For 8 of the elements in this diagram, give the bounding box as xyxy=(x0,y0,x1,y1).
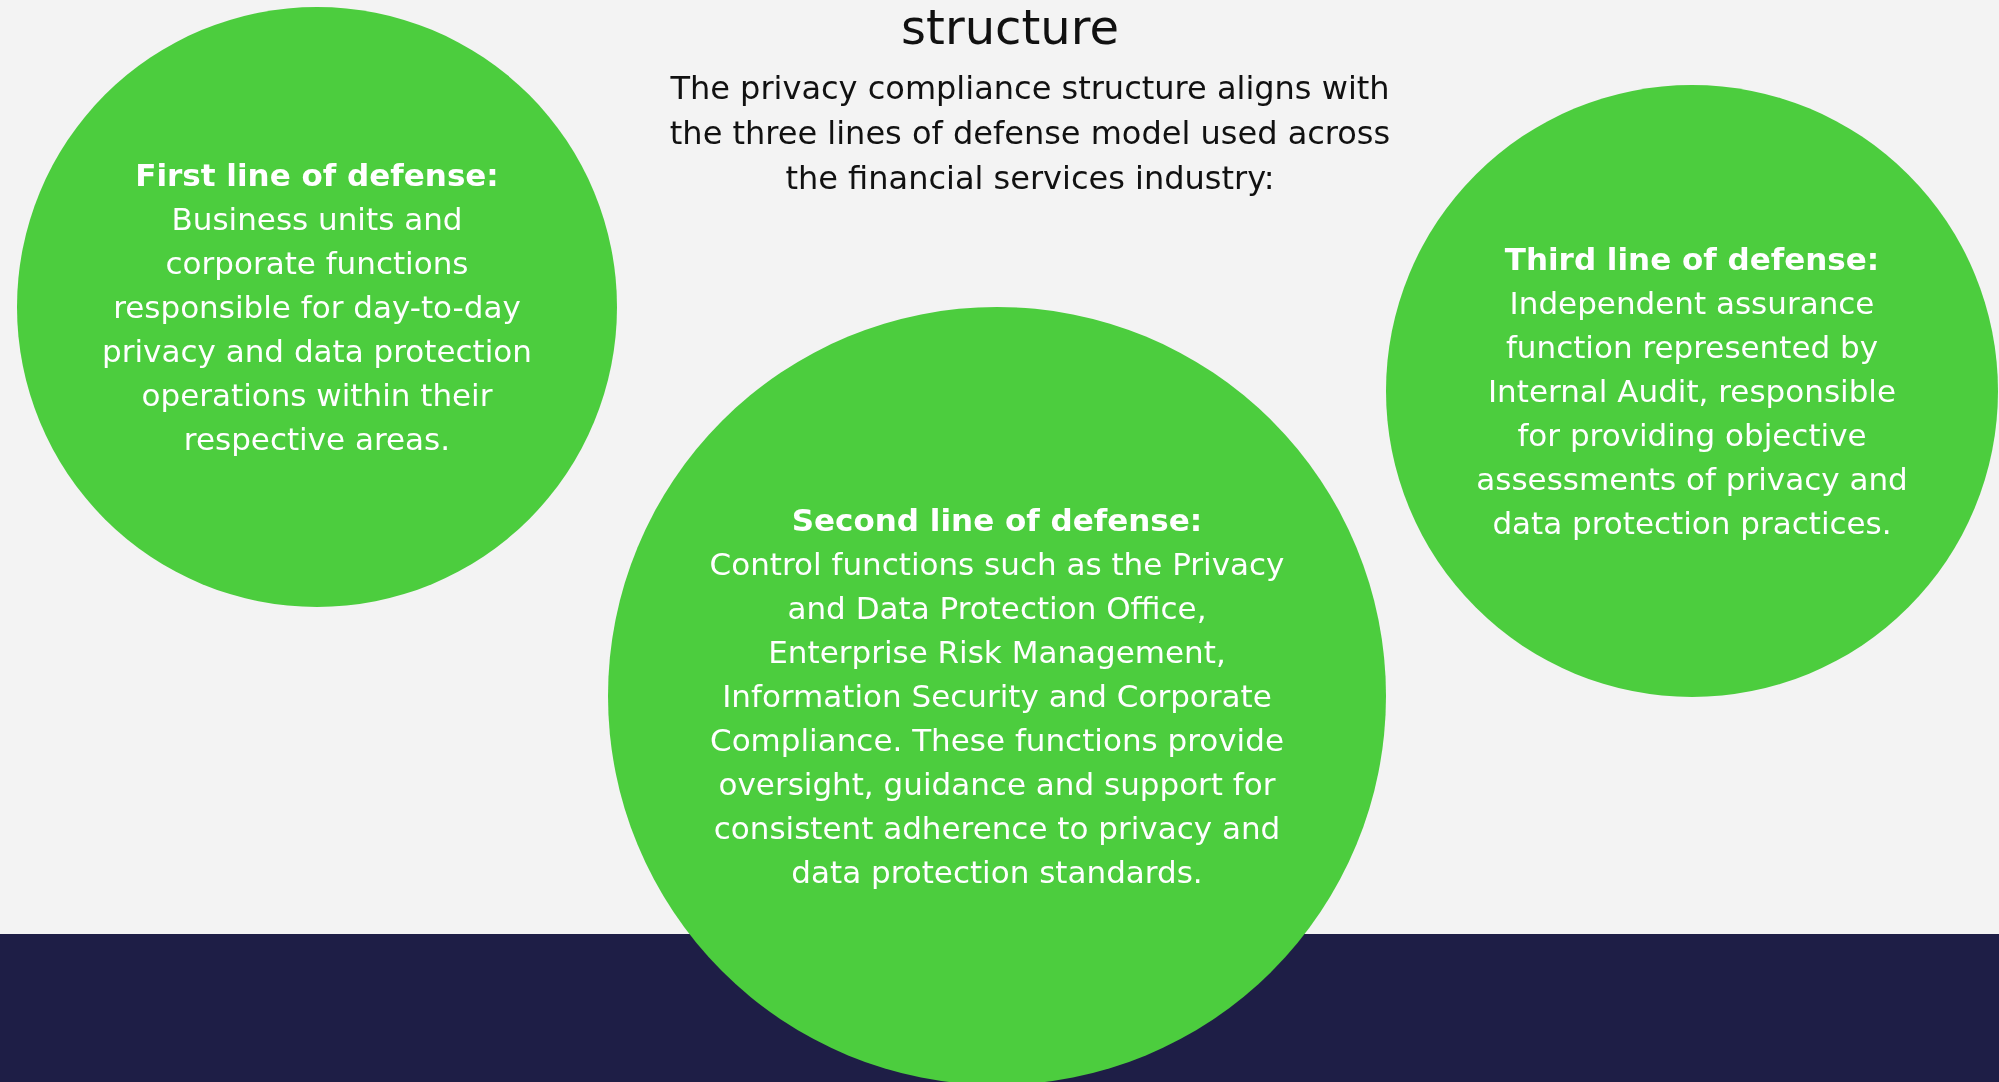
circle-text: Business units and corporate functions responsible for day-to-day privacy and data protection operations within their respective areas. xyxy=(102,200,532,459)
circle-text: Independent assurance function represented by Internal Audit, responsible for providing objective assessments of privacy and data protection practices. xyxy=(1475,284,1909,543)
circle-heading: First line of defense: xyxy=(134,156,500,195)
circle-heading: Third line of defense: xyxy=(1503,240,1881,279)
circle-heading: Second line of defense: xyxy=(790,501,1204,540)
circle-text: Control functions such as the Privacy and Data Protection Office, Enterprise Risk Management, Information Security and Corporate Compliance. These functions provide oversight, guidance and support for consistent adherence to privacy and data protection standards. xyxy=(708,545,1286,892)
intro-text: The privacy compliance structure aligns with the three lines of defense model used across the financial services industry: xyxy=(668,68,1392,199)
page-title: structure xyxy=(900,0,1120,54)
